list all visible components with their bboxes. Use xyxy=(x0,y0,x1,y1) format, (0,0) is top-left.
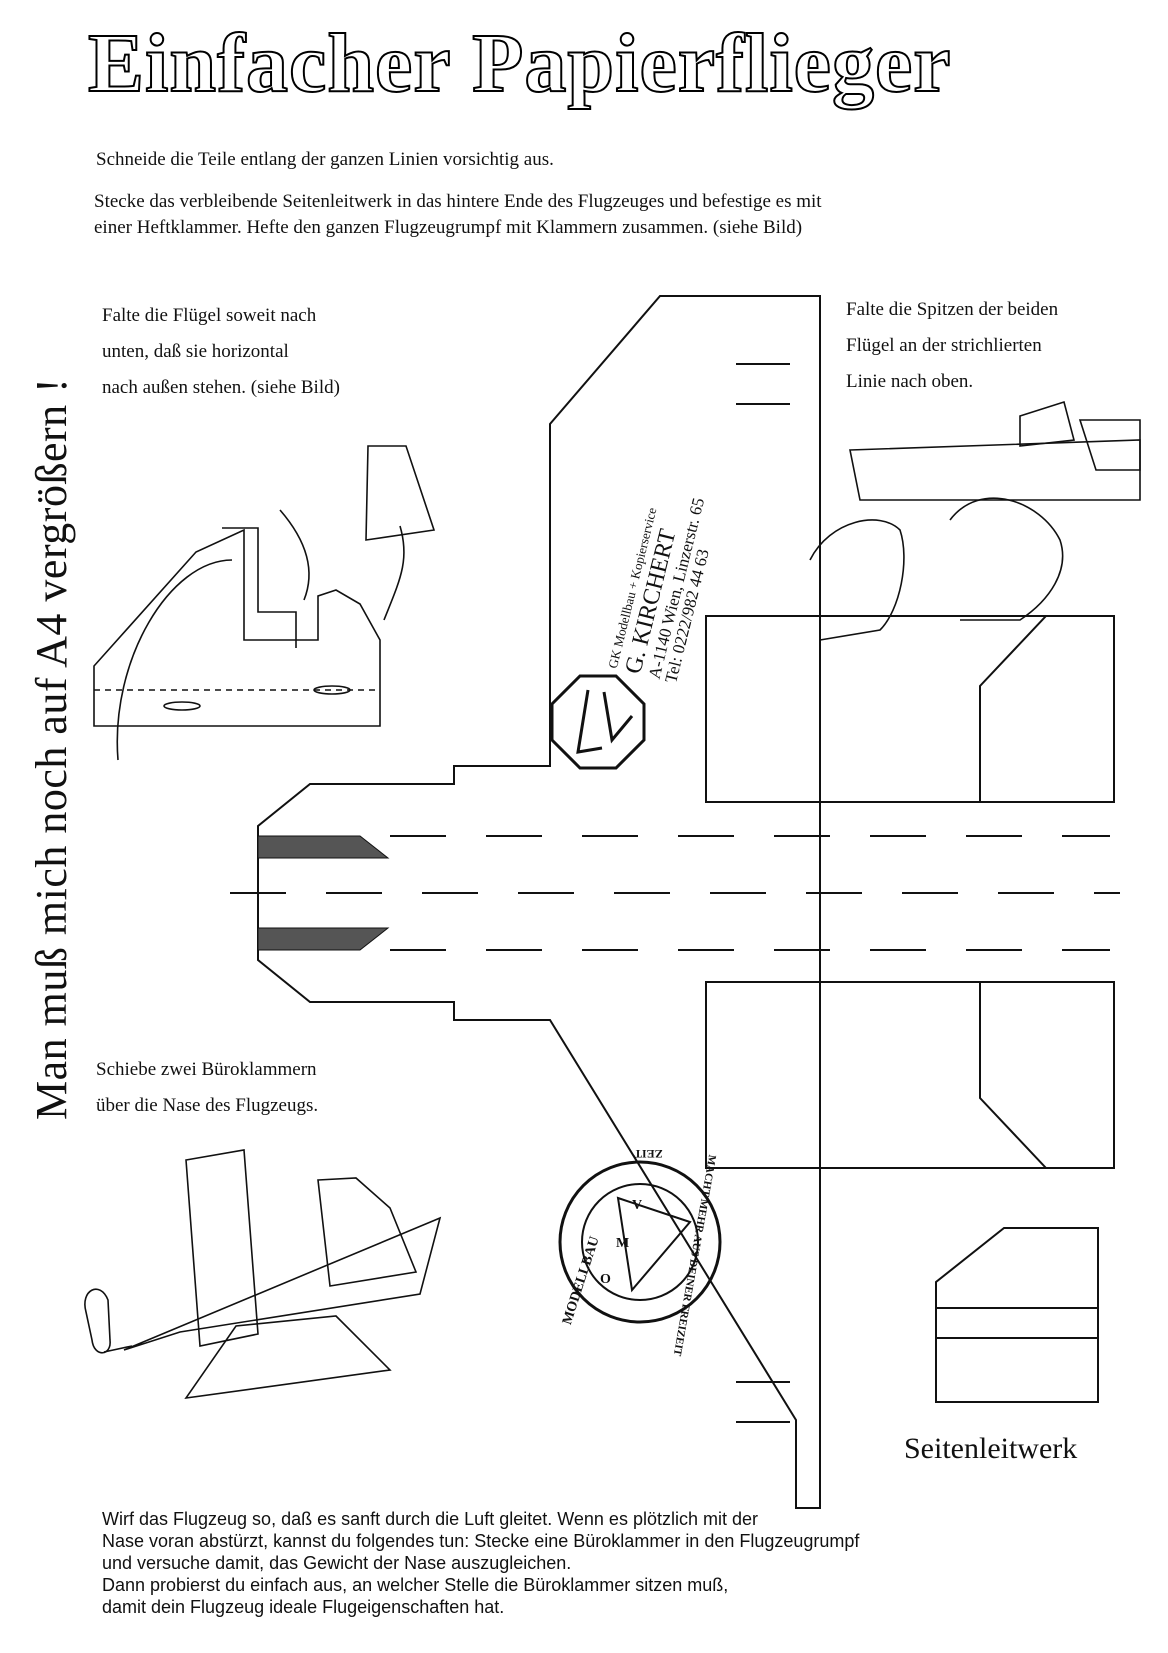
intro-line-2b: einer Heftklammer. Hefte den ganzen Flug… xyxy=(94,217,803,238)
tail-fin xyxy=(935,1227,1099,1403)
plane-outline xyxy=(257,295,821,1509)
bottom-line-2: Nase voran abstürzt, kannst du folgendes… xyxy=(102,1531,860,1551)
modellbau-stamp xyxy=(558,1160,722,1324)
fold-wings-illustration xyxy=(93,445,436,761)
intro-line-2a: Stecke das verbleibende Seitenleitwerk i… xyxy=(94,191,822,212)
stamp-letter-m: M xyxy=(616,1236,630,1251)
stamp-letter-v: V xyxy=(632,1198,643,1213)
page-title: Einfacher Papierflieger xyxy=(87,17,952,110)
step-fold-wings-line-1: Falte die Flügel soweit nach xyxy=(102,305,317,326)
step-fold-tips-line-1: Falte die Spitzen der beiden xyxy=(846,299,1059,320)
assembled-plane-illustration xyxy=(84,1149,442,1400)
bottom-line-3: und versuche damit, das Gewicht der Nase… xyxy=(102,1553,572,1573)
fold-tips-illustration xyxy=(809,400,1141,641)
nose-strip-lower xyxy=(257,927,390,951)
step-clips-line-1: Schiebe zwei Büroklammern xyxy=(96,1059,317,1080)
step-fold-wings-line-2: unten, daß sie horizontal xyxy=(102,341,289,362)
intro-line-1: Schneide die Teile entlang der ganzen Li… xyxy=(96,149,554,170)
step-fold-tips-line-3: Linie nach oben. xyxy=(846,371,974,392)
bottom-line-5: damit dein Flugzeug ideale Flugeigenscha… xyxy=(102,1597,505,1617)
bottom-line-1: Wirf das Flugzeug so, daß es sanft durch… xyxy=(102,1509,758,1529)
right-wing-lower xyxy=(705,981,1115,1169)
step-fold-tips-line-2: Flügel an der strichlierten xyxy=(846,335,1042,356)
right-wing-inner-upper xyxy=(979,615,1114,802)
step-fold-tips: Falte die Spitzen der beiden Flügel an d… xyxy=(846,292,1058,400)
bottom-instructions: Wirf das Flugzeug so, daß es sanft durch… xyxy=(102,1508,1062,1618)
right-wing-upper xyxy=(705,615,1115,803)
gk-logo xyxy=(550,674,646,770)
stamp-letter-o: O xyxy=(600,1272,611,1287)
stamp-top-text: ZEIT xyxy=(634,1147,663,1161)
tail-label: Seitenleitwerk xyxy=(904,1432,1078,1465)
bottom-line-4: Dann probierst du einfach aus, an welche… xyxy=(102,1575,729,1595)
step-fold-wings: Falte die Flügel soweit nach unten, daß … xyxy=(102,298,340,406)
nose-strip-upper xyxy=(257,835,390,859)
step-clips-line-2: über die Nase des Flugzeugs. xyxy=(96,1095,319,1116)
step-fold-wings-line-3: nach außen stehen. (siehe Bild) xyxy=(102,377,340,398)
step-clips: Schiebe zwei Büroklammern über die Nase … xyxy=(96,1052,318,1124)
right-wing-inner-lower xyxy=(979,982,1114,1169)
